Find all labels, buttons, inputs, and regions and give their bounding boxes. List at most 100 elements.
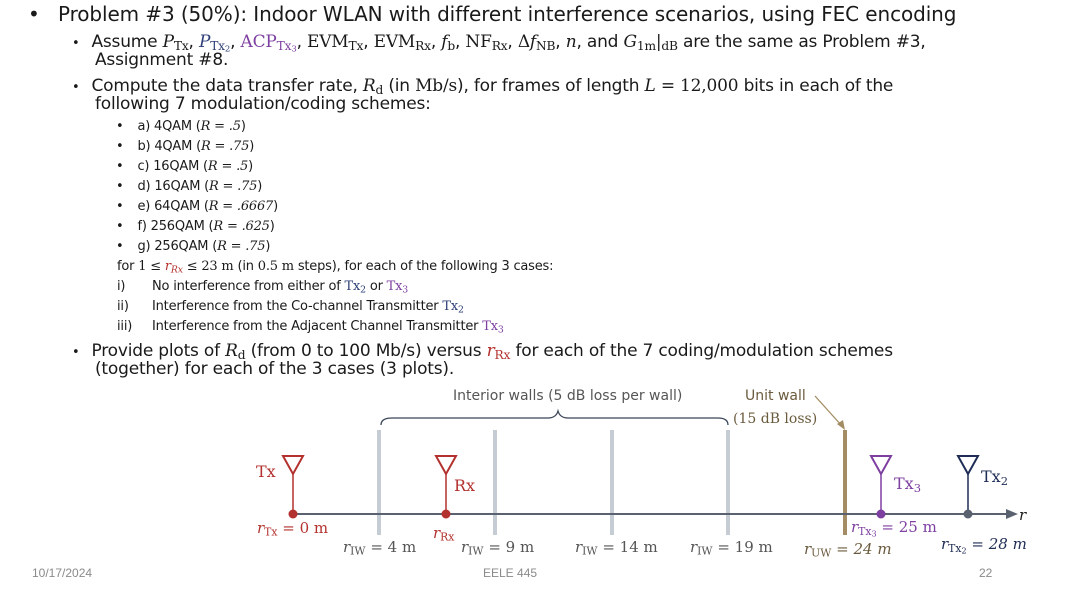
delta-f: Δf bbox=[517, 32, 536, 52]
tx-position-dot bbox=[288, 509, 298, 519]
scheme-item: •d) 16QAM (R = .75) bbox=[116, 179, 263, 194]
scheme-rate: R = .75 bbox=[200, 139, 250, 154]
plots-text-b: (from 0 to 100 Mb/s) versus bbox=[245, 341, 487, 361]
scheme-close: ) bbox=[269, 219, 275, 234]
tx2-label-text: Tx bbox=[981, 467, 1001, 486]
scheme-item: •e) 64QAM (R = .6667) bbox=[116, 199, 279, 214]
tx3-antenna-icon bbox=[869, 455, 893, 477]
r-iw-value: = 4 m bbox=[365, 538, 417, 556]
case-text: No interference from either of bbox=[152, 279, 345, 294]
plots-text-a: Provide plots of bbox=[91, 341, 226, 361]
p-tx2: P bbox=[198, 32, 211, 52]
tx2-antenna-icon bbox=[956, 455, 980, 477]
bullet: • bbox=[72, 345, 80, 360]
r-tx2-label: rTx2 = 28 m bbox=[941, 535, 1027, 555]
r-iw-symbol: r bbox=[690, 538, 698, 556]
tx3-ref-sub: 3 bbox=[402, 284, 409, 296]
acp-sub-text: Tx bbox=[276, 39, 292, 54]
rd: R bbox=[225, 341, 238, 361]
r-iw-sub: IW bbox=[468, 544, 484, 558]
scheme-rate: R = .5 bbox=[200, 119, 241, 134]
problem-title: Problem #3 (50%): Indoor WLAN with diffe… bbox=[57, 2, 957, 26]
r-tx2-symbol: r bbox=[941, 535, 949, 553]
footer-course: EELE 445 bbox=[483, 566, 538, 580]
units: Mb/s bbox=[415, 76, 458, 96]
case-number: i) bbox=[117, 279, 126, 294]
tx3-ref: Tx bbox=[482, 319, 498, 334]
unit-wall-arrow bbox=[814, 395, 843, 427]
r-uw-symbol: r bbox=[804, 540, 812, 558]
assume-suffix: are the same as Problem #3, bbox=[677, 32, 926, 52]
unit-wall-label-2: (15 dB loss) bbox=[733, 411, 818, 427]
tx-label: Tx bbox=[256, 462, 276, 481]
tx3-label: Tx3 bbox=[894, 474, 921, 495]
r-uw-label: rUW = 24 m bbox=[804, 540, 892, 560]
r-tx2-value: = 28 m bbox=[966, 535, 1027, 553]
case-item: iii)Interference from the Adjacent Chann… bbox=[117, 319, 504, 335]
r-rx-sub: Rx bbox=[440, 530, 455, 544]
n: n bbox=[565, 32, 577, 52]
case-or: or bbox=[365, 279, 387, 294]
footer-page-number: 22 bbox=[979, 566, 993, 580]
p-tx: P bbox=[162, 32, 174, 52]
r-iw-9-label: rIW = 9 m bbox=[461, 538, 534, 558]
case-number: ii) bbox=[117, 299, 129, 314]
r-tx-sub: Tx bbox=[264, 525, 278, 539]
frame-length-value: = 12,000 bbox=[655, 76, 739, 96]
tx2-label-sub: 2 bbox=[1000, 473, 1009, 488]
r-iw-symbol: r bbox=[575, 538, 583, 556]
fb: f bbox=[441, 32, 448, 52]
r-tx3-sub2: 3 bbox=[871, 528, 877, 539]
p-tx2-sub: Tx2 bbox=[210, 39, 231, 55]
r-iw-symbol: r bbox=[343, 538, 351, 556]
acp: ACP bbox=[240, 32, 277, 52]
fb-sub: b bbox=[447, 39, 455, 54]
scheme-item: •a) 4QAM (R = .5) bbox=[116, 119, 246, 134]
plots-line2: (together) for each of the 3 cases (3 pl… bbox=[95, 359, 455, 379]
scheme-label: d) 16QAM ( bbox=[137, 179, 210, 194]
case-text: Interference from the Co-channel Transmi… bbox=[152, 299, 443, 314]
tx2-ref-sub: 2 bbox=[360, 284, 366, 296]
g-db-sub: dB bbox=[661, 39, 678, 54]
r-iw-4-label: rIW = 4 m bbox=[343, 538, 416, 558]
tx-antenna-icon bbox=[281, 455, 305, 477]
scheme-label: g) 256QAM ( bbox=[137, 239, 218, 254]
tx3-label-text: Tx bbox=[894, 474, 914, 493]
scheme-rate: R = .6667 bbox=[208, 199, 274, 214]
g-1m-sub: 1m bbox=[636, 39, 656, 54]
frame-length-symbol: L bbox=[644, 76, 656, 96]
compute-text-c: ), for frames of length bbox=[457, 76, 645, 96]
scheme-label: a) 4QAM ( bbox=[137, 119, 201, 134]
r-axis-label: r bbox=[1019, 506, 1027, 524]
tx2-ref: Tx bbox=[344, 279, 361, 294]
scheme-item: •g) 256QAM (R = .75) bbox=[116, 239, 271, 254]
rx-label: Rx bbox=[454, 476, 476, 495]
r-iw-symbol: r bbox=[461, 538, 469, 556]
footer-date: 10/17/2024 bbox=[32, 566, 93, 580]
scheme-close: ) bbox=[240, 119, 246, 134]
p-tx2-sub-text: Tx bbox=[210, 39, 225, 54]
scheme-close: ) bbox=[265, 239, 271, 254]
r-iw-sub: IW bbox=[582, 544, 598, 558]
unit-wall-label-1: Unit wall bbox=[745, 388, 806, 404]
nf-rx: NF bbox=[465, 32, 492, 52]
bullet: • bbox=[72, 80, 80, 95]
scheme-item: •c) 16QAM (R = .5) bbox=[116, 159, 253, 174]
scheme-rate: R = .75 bbox=[209, 179, 258, 194]
compute-text-b: (in bbox=[383, 76, 416, 96]
plots-item: • Provide plots of Rd (from 0 to 100 Mb/s… bbox=[72, 341, 893, 362]
case-number: iii) bbox=[117, 319, 133, 334]
evm-rx: EVM bbox=[373, 32, 416, 52]
scheme-label: b) 4QAM ( bbox=[137, 139, 201, 154]
plots-text-c: for each of the 7 coding/modulation sche… bbox=[510, 341, 893, 361]
tx2-ref-sub: 2 bbox=[457, 304, 464, 316]
compute-item: •Compute the data transfer rate, Rd (in … bbox=[72, 76, 893, 97]
bullet: • bbox=[28, 2, 40, 26]
compute-text-d: bits in each of the bbox=[738, 76, 894, 96]
bullet: • bbox=[72, 36, 80, 51]
range-text-a: for bbox=[117, 259, 139, 274]
compute-text-a: Compute the data transfer rate, bbox=[91, 76, 363, 96]
scheme-rate: R = .625 bbox=[213, 219, 270, 234]
assume-item: •Assume PTx, PTx2, ACPTx3, EVMTx, EVMRx,… bbox=[72, 32, 926, 55]
rd-sub: d bbox=[237, 348, 246, 363]
